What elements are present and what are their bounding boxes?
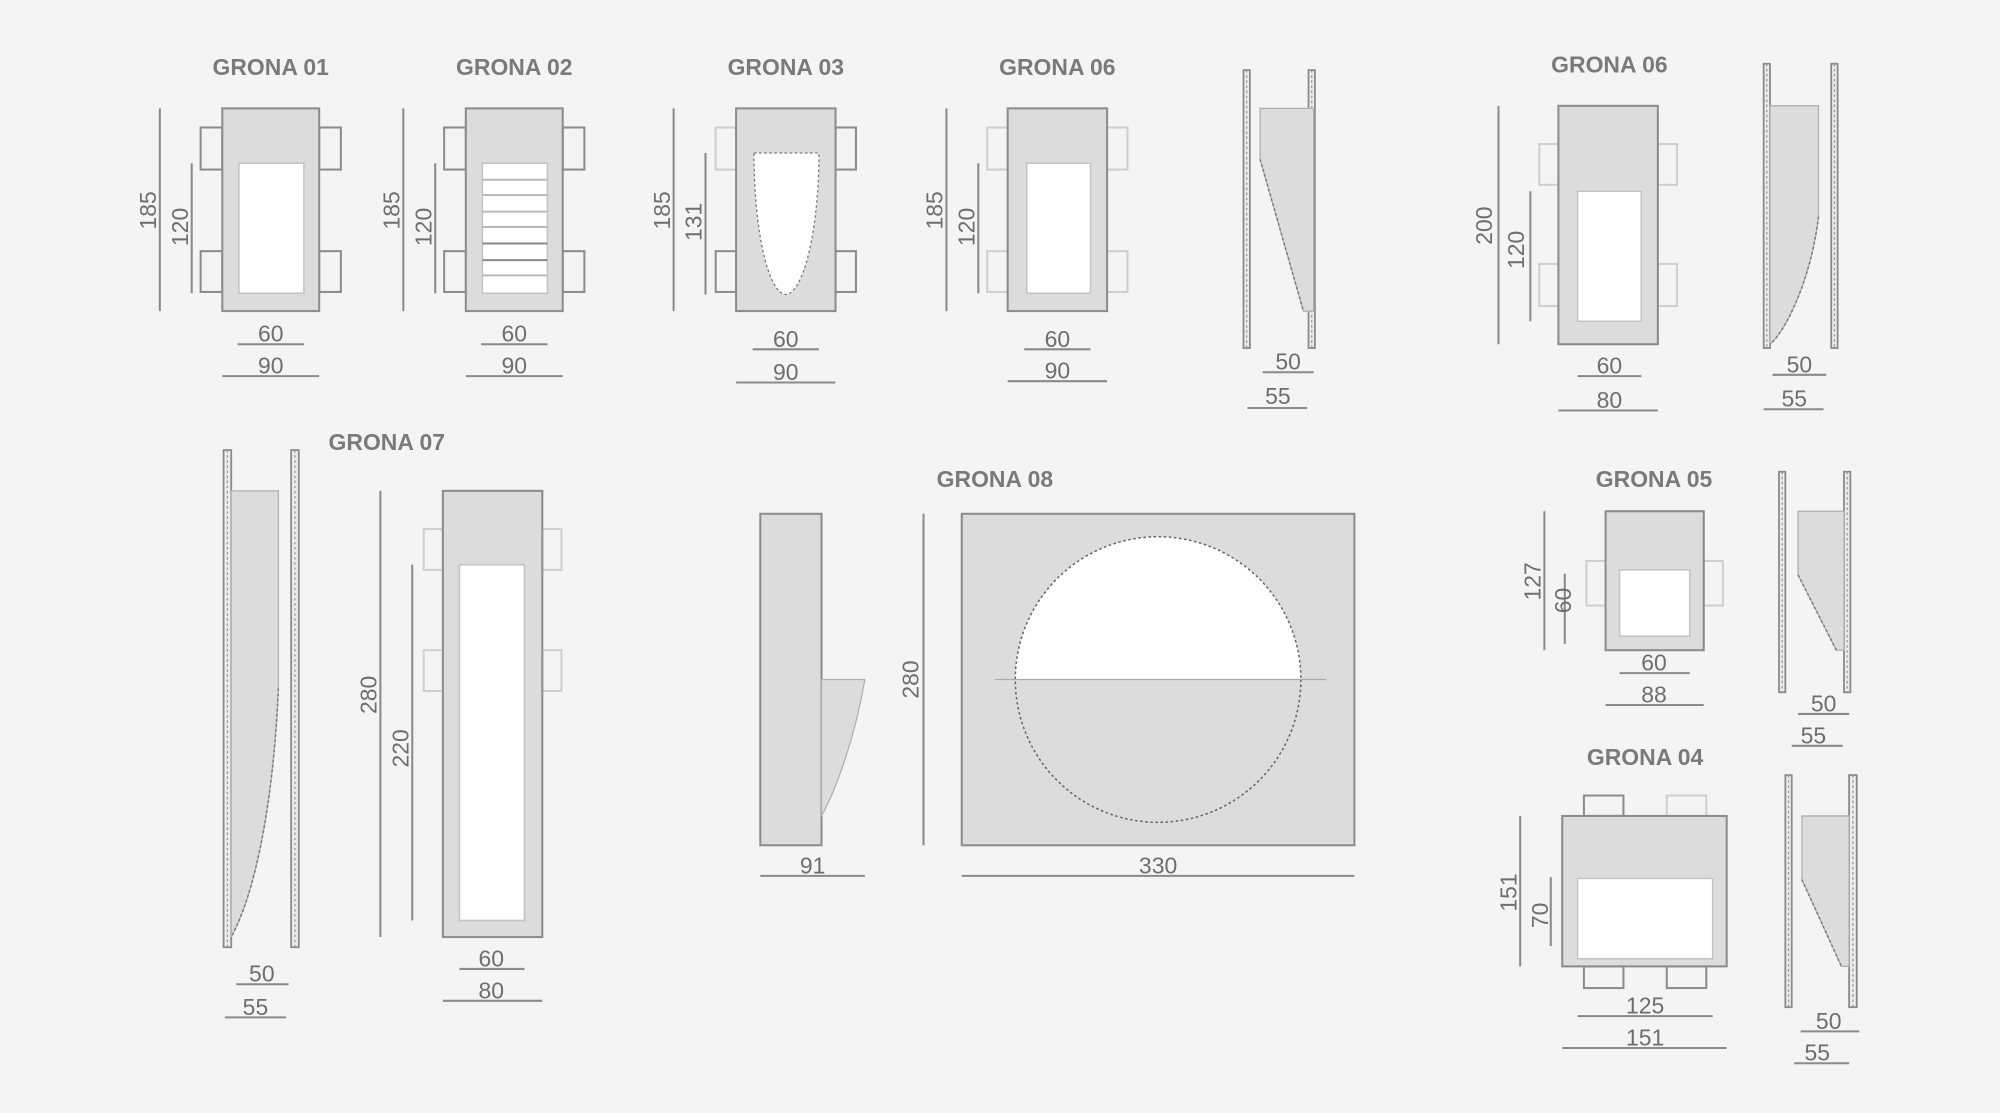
- grona-05-window-height: 60: [1550, 588, 1576, 614]
- grona-05-side-depth-outer: 55: [1801, 722, 1827, 748]
- grona-04-window-height: 70: [1527, 903, 1553, 929]
- grona-04-title: GRONA 04: [1587, 744, 1704, 770]
- grona-07-height: 280: [356, 676, 382, 714]
- grona-07-width: 80: [479, 977, 505, 1003]
- side-1-depth-inner: 50: [1275, 349, 1301, 375]
- grona-08-drawing: GRONA 08 91 280 330: [759, 466, 1356, 878]
- grona-05-title: GRONA 05: [1596, 466, 1713, 492]
- grona-07-title: GRONA 07: [329, 429, 445, 455]
- grona-07-drawing: GRONA 07 50 55 280 220 60 80: [222, 429, 563, 1020]
- grona-06-large-window-height: 120: [1503, 231, 1529, 269]
- grona-02-louvres: [482, 178, 548, 277]
- side-2-depth-outer: 55: [1782, 386, 1808, 412]
- grona-08-height: 280: [897, 660, 923, 698]
- grona-06-large-height: 200: [1471, 207, 1497, 245]
- grona-07-window-height: 220: [387, 729, 413, 767]
- grona-04-width: 151: [1626, 1024, 1664, 1050]
- grona-07-side-depth-inner: 50: [249, 961, 275, 987]
- grona-06-large-drawing: GRONA 06 200 120 60 80: [1471, 52, 1678, 413]
- grona-08-width: 330: [1139, 852, 1177, 878]
- grona-06-large-title: GRONA 06: [1551, 52, 1667, 78]
- grona-06-title: GRONA 06: [999, 54, 1115, 80]
- grona-02-drawing: GRONA 02 185 120 60 90: [379, 54, 586, 379]
- grona-05-height: 127: [1520, 562, 1546, 600]
- grona-01-width: 90: [258, 353, 284, 379]
- grona-01-title: GRONA 01: [213, 54, 330, 80]
- grona-02-window-height: 120: [410, 208, 436, 246]
- grona-02-title: GRONA 02: [456, 54, 572, 80]
- grona-02-window-width: 60: [501, 321, 527, 347]
- grona-01-window-width: 60: [258, 321, 284, 347]
- grona-02-width: 90: [501, 353, 527, 379]
- grona-03-height: 185: [649, 191, 675, 229]
- grona-06-large-width: 80: [1597, 387, 1623, 413]
- grona-03-drawing: GRONA 03 185 131 60 90: [649, 54, 857, 385]
- grona-04-side-depth-inner: 50: [1816, 1008, 1842, 1034]
- grona-07-window-width: 60: [479, 945, 505, 971]
- grona-03-window-width: 60: [773, 326, 799, 352]
- grona-06-height: 185: [922, 191, 948, 229]
- grona-04-side-depth-outer: 55: [1804, 1040, 1830, 1066]
- grona-01-height: 185: [135, 191, 161, 229]
- grona-06-drawing: GRONA 06 185 120 60 90: [922, 54, 1129, 384]
- grona-07-side-depth-outer: 55: [243, 994, 269, 1020]
- grona-05-side-depth-inner: 50: [1811, 690, 1837, 716]
- grona-05-window-width: 60: [1641, 650, 1667, 676]
- side-2-depth-inner: 50: [1787, 351, 1813, 377]
- grona-06-window-width: 60: [1045, 326, 1071, 352]
- side-profile-2: 50 55: [1762, 62, 1839, 412]
- grona-01-window-height: 120: [167, 208, 193, 246]
- grona-08-title: GRONA 08: [937, 466, 1054, 492]
- grona-06-window-height: 120: [954, 208, 980, 246]
- grona-04-window-width: 125: [1626, 993, 1664, 1019]
- grona-04-drawing: GRONA 04 151 70 125 151 50 55: [1495, 744, 1860, 1066]
- grona-06-large-window-width: 60: [1597, 353, 1623, 379]
- grona-03-window-height: 131: [681, 203, 707, 241]
- grona-08-side-depth: 91: [800, 852, 826, 878]
- grona-02-height: 185: [379, 191, 405, 229]
- grona-03-width: 90: [773, 359, 799, 385]
- grona-01-drawing: GRONA 01 185 120 60 90: [135, 54, 342, 379]
- grona-04-height: 151: [1495, 873, 1521, 911]
- grona-05-width: 88: [1641, 681, 1667, 707]
- side-1-depth-outer: 55: [1265, 383, 1291, 409]
- grona-05-drawing: GRONA 05 127 60 60 88 50 55: [1520, 466, 1852, 748]
- grona-03-title: GRONA 03: [728, 54, 844, 80]
- grona-06-width: 90: [1045, 358, 1071, 384]
- side-profile-1: 50 55: [1242, 69, 1316, 409]
